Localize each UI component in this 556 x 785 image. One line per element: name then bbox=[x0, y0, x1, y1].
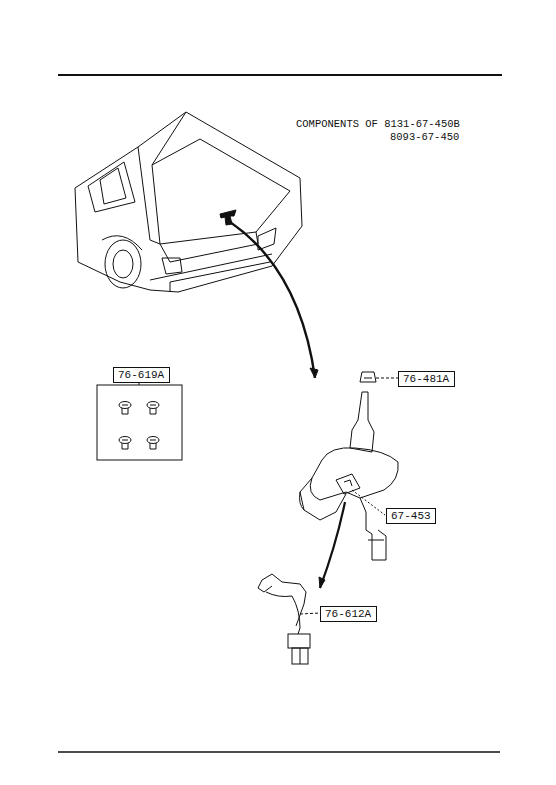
callout-box: 76-612A bbox=[320, 606, 377, 622]
wiper-motor bbox=[300, 372, 399, 588]
heading-note: COMPONENTS OF 8131-67-450B bbox=[296, 118, 460, 131]
callout-number: 76-481A bbox=[403, 373, 450, 385]
callout-number: 76-612A bbox=[325, 608, 372, 620]
callout-number: 76-619A bbox=[118, 369, 165, 381]
bottom-rule bbox=[58, 751, 500, 753]
callout-box: 76-481A bbox=[398, 371, 455, 387]
arrow-head bbox=[310, 368, 318, 378]
wire-harness bbox=[258, 574, 320, 664]
car-illustration bbox=[75, 112, 302, 292]
heading-note: 8093-67-450 bbox=[390, 131, 459, 144]
callout-box: 76-619A bbox=[113, 367, 170, 383]
callout-box: 67-453 bbox=[386, 508, 436, 524]
top-rule bbox=[58, 74, 502, 76]
location-arrow bbox=[230, 222, 315, 378]
screw-set bbox=[97, 380, 182, 460]
callout-number: 67-453 bbox=[391, 510, 431, 522]
